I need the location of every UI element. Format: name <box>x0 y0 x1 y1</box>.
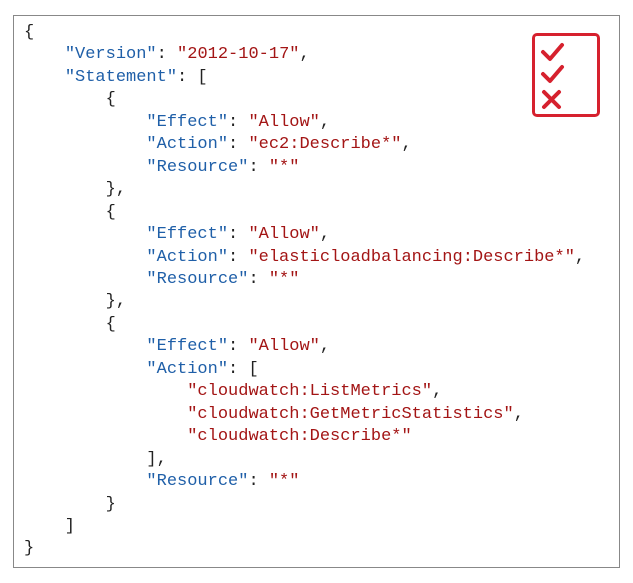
action-item: "cloudwatch:GetMetricStatistics" <box>187 404 514 424</box>
resource-key: "Resource" <box>146 157 249 177</box>
action-value: "ec2:Describe*" <box>248 135 402 155</box>
version-key: "Version" <box>64 45 157 65</box>
resource-value: "*" <box>268 472 300 492</box>
effect-value: "Allow" <box>248 225 320 245</box>
effect-key: "Effect" <box>146 225 229 245</box>
action-key: "Action" <box>146 359 229 379</box>
action-item: "cloudwatch:ListMetrics" <box>187 382 433 402</box>
resource-value: "*" <box>268 157 300 177</box>
action-item: "cloudwatch:Describe*" <box>187 427 412 447</box>
statement-key: "Statement" <box>64 67 178 87</box>
check-icon <box>541 43 564 61</box>
action-key: "Action" <box>146 135 229 155</box>
effect-key: "Effect" <box>146 112 229 132</box>
effect-key: "Effect" <box>146 337 229 357</box>
action-value: "elasticloadbalancing:Describe*" <box>248 247 575 267</box>
checklist-icon <box>532 33 600 117</box>
version-value: "2012-10-17" <box>177 45 300 65</box>
resource-value: "*" <box>268 269 300 289</box>
effect-value: "Allow" <box>248 112 320 132</box>
effect-value: "Allow" <box>248 337 320 357</box>
check-icon <box>541 65 564 83</box>
policy-document-panel: { "Version": "2012-10-17", "Statement": … <box>13 15 620 568</box>
resource-key: "Resource" <box>146 472 249 492</box>
iam-policy-json: { "Version": "2012-10-17", "Statement": … <box>24 23 586 559</box>
action-key: "Action" <box>146 247 229 267</box>
cross-icon <box>542 90 561 109</box>
resource-key: "Resource" <box>146 269 249 289</box>
